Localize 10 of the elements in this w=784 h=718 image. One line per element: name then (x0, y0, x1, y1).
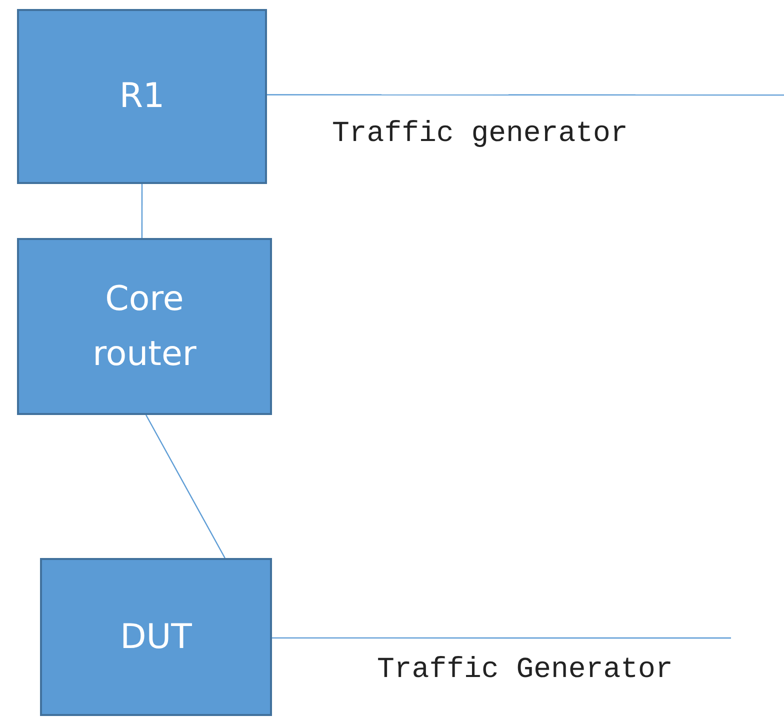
device-box (17, 9, 267, 184)
device-box (40, 558, 272, 716)
connector-line (141, 184, 143, 238)
device-label: R1 (119, 75, 165, 118)
connector-line (267, 94, 784, 96)
device-label: DUT (120, 616, 192, 659)
connector-line (146, 414, 226, 558)
device-box (17, 238, 272, 415)
device-label: Core router (92, 278, 198, 376)
connector-line (272, 637, 731, 639)
